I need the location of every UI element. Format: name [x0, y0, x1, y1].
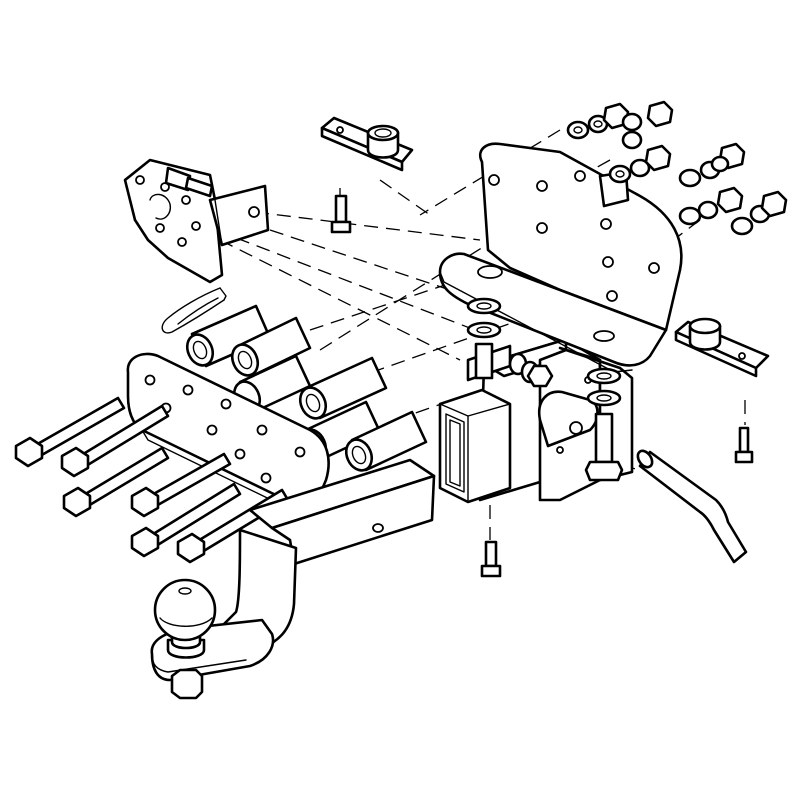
hitch-ball	[153, 578, 217, 700]
spacer-tubes	[185, 304, 428, 472]
washer-stack	[466, 297, 622, 407]
long-bolt	[130, 452, 232, 518]
nut-washer-row-1	[566, 100, 674, 140]
clip-pin	[161, 287, 227, 334]
spacer-tube	[298, 356, 388, 420]
vertical-bolt	[584, 412, 624, 482]
nut-washer-row-3	[678, 142, 746, 188]
spacer-tube	[230, 316, 312, 378]
long-bolts	[14, 396, 290, 564]
long-bolt	[130, 482, 242, 558]
bracket-plate-left	[123, 158, 270, 284]
long-bolt	[62, 446, 170, 518]
nut-cluster-center	[508, 352, 554, 388]
frame-bracket-right	[438, 142, 683, 373]
bracket-bolt	[164, 166, 214, 198]
small-bolt-bottom	[480, 540, 502, 578]
nut-plate-right	[674, 317, 770, 378]
nut-washer-row-4	[678, 186, 788, 236]
long-bolt	[60, 404, 170, 478]
long-bolt	[14, 396, 126, 468]
spacer-tube	[344, 410, 428, 472]
small-bolt-right	[734, 426, 754, 464]
nut-plate-top	[320, 116, 414, 172]
nuts-washers	[566, 100, 788, 236]
nut-washer-row-2	[608, 130, 672, 184]
hitch-pin	[636, 449, 748, 564]
small-bolt-top	[330, 194, 352, 234]
